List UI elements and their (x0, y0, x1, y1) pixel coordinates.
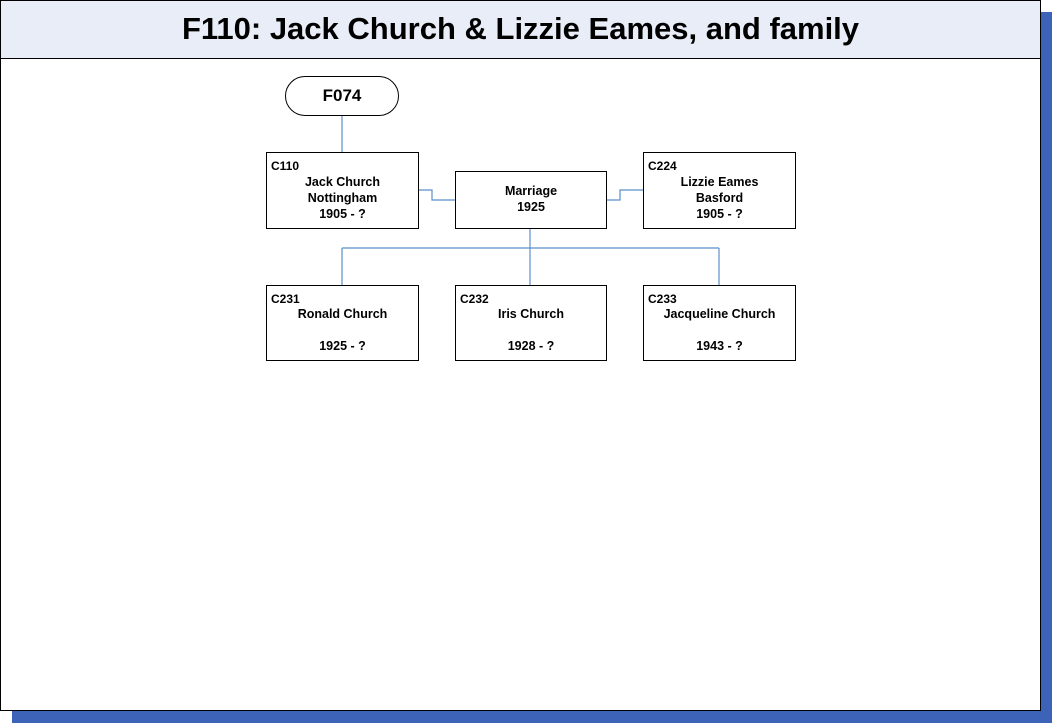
child-id: C232 (460, 292, 489, 306)
husband-place: Nottingham (307, 191, 378, 205)
child-name: Iris Church (498, 307, 564, 321)
marriage-label: Marriage (504, 184, 558, 198)
child-node[interactable]: C231 Ronald Church 1925 - ? (266, 285, 419, 361)
child-node[interactable]: C232 Iris Church 1928 - ? (455, 285, 607, 361)
child-dates: 1925 - ? (319, 339, 366, 353)
husband-name: Jack Church (304, 175, 381, 189)
child-id: C233 (648, 292, 677, 306)
marriage-year: 1925 (517, 200, 545, 214)
wife-node[interactable]: C224 Lizzie Eames Basford 1905 - ? (643, 152, 796, 229)
wife-id: C224 (648, 159, 677, 173)
husband-marriage-connector (418, 189, 455, 201)
wife-name: Lizzie Eames (680, 175, 759, 189)
wife-place: Basford (695, 191, 744, 205)
child-name: Jacqueline Church (663, 307, 776, 321)
title-bar: F110: Jack Church & Lizzie Eames, and fa… (1, 1, 1040, 59)
husband-id: C110 (271, 159, 300, 173)
child-node[interactable]: C233 Jacqueline Church 1943 - ? (643, 285, 796, 361)
child-name: Ronald Church (297, 307, 388, 321)
page-title: F110: Jack Church & Lizzie Eames, and fa… (181, 11, 860, 46)
husband-dates: 1905 - ? (319, 207, 366, 221)
diagram-page: F110: Jack Church & Lizzie Eames, and fa… (0, 0, 1041, 711)
connector-lines (341, 116, 720, 285)
child-id: C231 (271, 292, 300, 306)
parent-family-node[interactable]: F074 (285, 76, 399, 116)
husband-node[interactable]: C110 Jack Church Nottingham 1905 - ? (266, 152, 419, 229)
marriage-node[interactable]: Marriage 1925 (455, 171, 607, 229)
child-dates: 1928 - ? (507, 339, 555, 353)
wife-dates: 1905 - ? (696, 207, 743, 221)
parent-family-label: F074 (322, 86, 362, 105)
child-dates: 1943 - ? (696, 339, 743, 353)
wife-marriage-connector (606, 189, 643, 201)
